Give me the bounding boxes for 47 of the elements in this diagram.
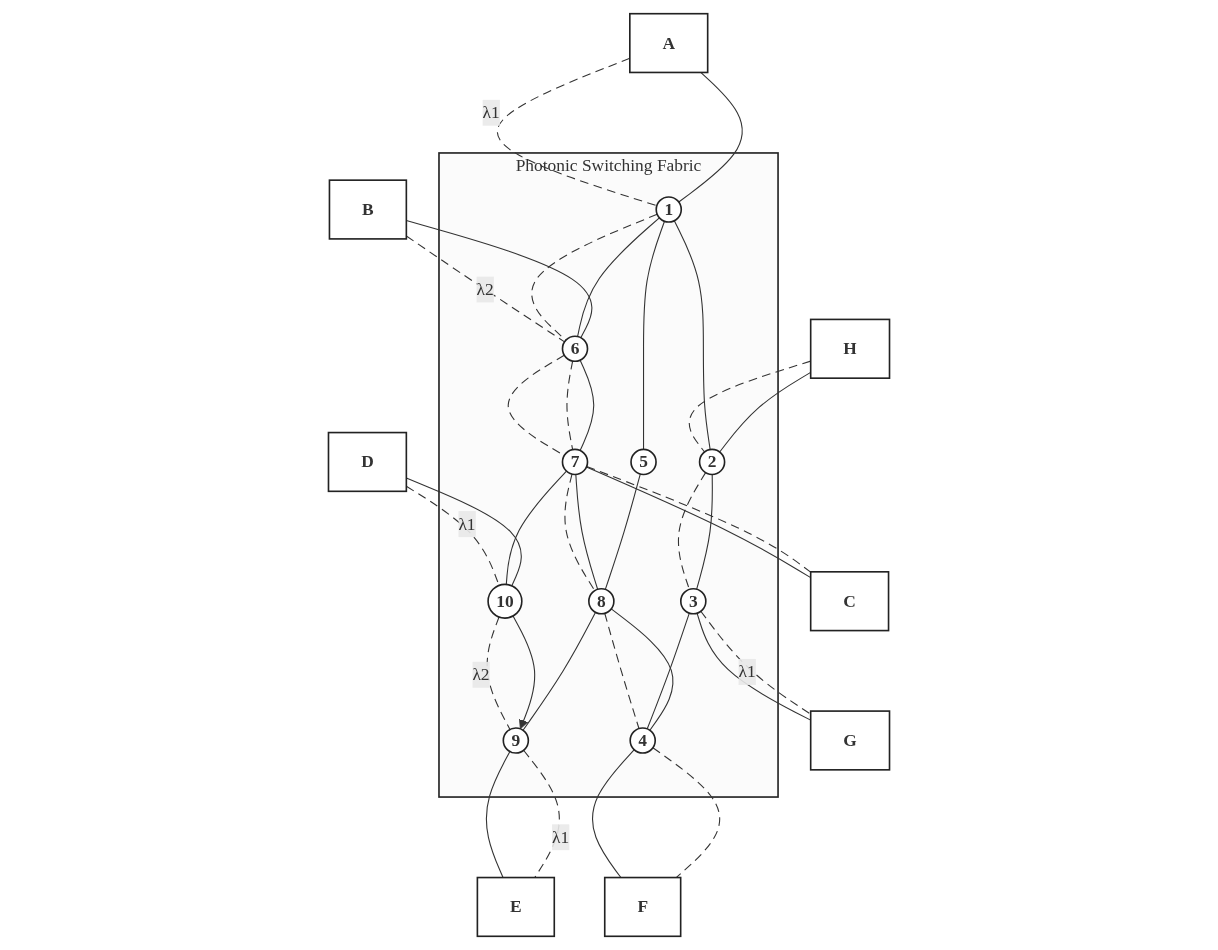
node-box: C xyxy=(809,571,890,632)
node-box: G xyxy=(809,710,891,771)
connector xyxy=(496,57,658,207)
connector xyxy=(577,217,660,338)
connector xyxy=(652,747,721,879)
connector xyxy=(677,472,707,590)
connector xyxy=(405,235,566,343)
connector xyxy=(507,354,565,457)
connector xyxy=(505,470,568,585)
node-box: B xyxy=(328,179,408,240)
edge-label: λ2 xyxy=(476,279,494,299)
connector xyxy=(696,473,713,590)
node-box: F xyxy=(603,876,682,938)
connector xyxy=(604,612,640,730)
connector xyxy=(564,473,596,592)
edge-label: λ1 xyxy=(482,102,500,122)
node-box: A xyxy=(629,12,709,74)
connector xyxy=(604,473,641,590)
node-circle: 9 xyxy=(502,727,530,754)
edge-label: λ1 xyxy=(458,514,476,533)
connector xyxy=(610,608,674,731)
edge-label: λ1 xyxy=(552,827,570,846)
node-box: E xyxy=(476,876,556,938)
node-circle: 4 xyxy=(629,727,657,754)
arrow xyxy=(512,615,536,730)
node-circle: 1 xyxy=(655,196,683,223)
connector xyxy=(591,749,635,879)
connector xyxy=(486,616,511,730)
node-box: D xyxy=(327,431,408,493)
connector xyxy=(579,359,595,452)
node-circle: 8 xyxy=(588,587,615,615)
node-circle: 2 xyxy=(698,448,726,476)
edge-label: λ2 xyxy=(472,664,490,684)
edge-label: λ1 xyxy=(738,662,756,681)
connector xyxy=(678,71,743,203)
connector xyxy=(646,612,690,730)
connector xyxy=(643,220,666,450)
node-circle: 5 xyxy=(630,448,657,476)
node-circle: 3 xyxy=(680,587,707,615)
connector xyxy=(485,750,511,879)
connector xyxy=(673,220,711,451)
connector xyxy=(522,611,597,731)
node-box: H xyxy=(809,318,891,379)
node-circle: 6 xyxy=(561,335,589,363)
node-circle: 7 xyxy=(561,448,589,476)
node-circle: 10 xyxy=(487,583,523,619)
connector xyxy=(575,473,599,590)
